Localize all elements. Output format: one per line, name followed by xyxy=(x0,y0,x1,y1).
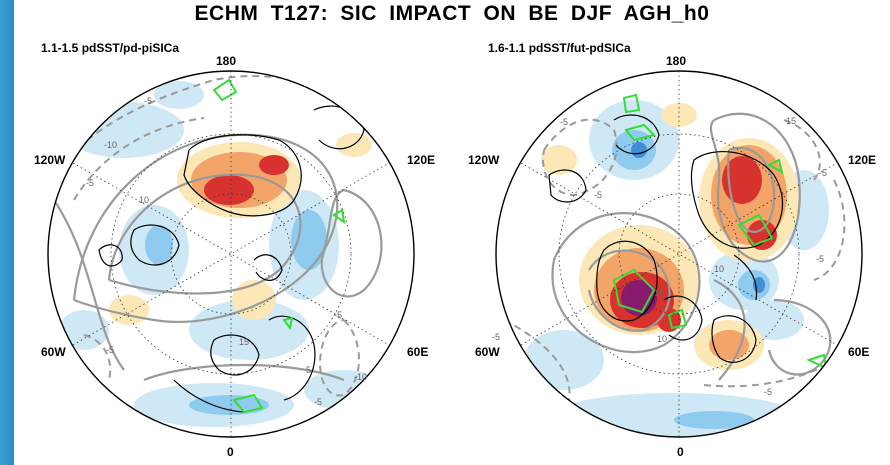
panel-2-label-120e: 120E xyxy=(848,153,877,167)
panel-1-positive-shading xyxy=(109,133,372,325)
panel-1-map xyxy=(48,71,414,437)
panel-1-graticule xyxy=(72,71,390,437)
panel-1-contour-label: -5 xyxy=(334,310,342,320)
panel-1-contour-label: -5 xyxy=(144,96,152,106)
panel-1-label-120w: 120W xyxy=(34,153,66,167)
panel-1-contour-label: 5 xyxy=(306,365,311,375)
panel-2-contour-label: 15 xyxy=(786,116,796,126)
panel-1-label-180: 180 xyxy=(216,54,237,68)
figure-title: ECHM T127: SIC IMPACT ON BE DJF AGH_h0 xyxy=(194,2,710,25)
panel-1-label-60e: 60E xyxy=(407,345,429,359)
panel-2-contour-label: -5 xyxy=(594,190,602,200)
panel-2-contour-label: 15 xyxy=(654,288,664,298)
panel-2-map xyxy=(496,71,862,437)
panel-2-label-60w: 60W xyxy=(475,345,500,359)
panel-1-contour-label: 10 xyxy=(139,195,149,205)
panel-2-contour-label: -5 xyxy=(764,387,772,397)
panel-2-label-60e: 60E xyxy=(848,345,870,359)
panel-1-contour-label: -5 xyxy=(86,178,94,188)
panel-1-contour-label: 15 xyxy=(239,337,249,347)
panel-2-label-0: 0 xyxy=(677,445,684,459)
panel-1-label-60w: 60W xyxy=(41,345,66,359)
panel-1-subtitle: 1.1-1.5 pdSST/pd-piSICa xyxy=(41,41,180,55)
panel-1-contour-label: -10 xyxy=(104,140,117,150)
panel-2-border xyxy=(495,70,863,438)
panel-2-label-180: 180 xyxy=(666,54,687,68)
panel-2-graticule xyxy=(520,71,838,437)
panel-2-contour-labels: -5 -5 15 -5 10 10 15 -5 -5 -5 xyxy=(492,116,827,397)
panel-2-contour-label: -5 xyxy=(819,168,827,178)
figure-frame: ECHM T127: SIC IMPACT ON BE DJF AGH_h0 1… xyxy=(14,0,890,465)
panel-2-contour-label: -5 xyxy=(816,254,824,264)
polar-maps: -5 -10 -5 10 15 -5 5 -5 -10 -5 xyxy=(47,70,863,438)
panel-2-label-120w: 120W xyxy=(468,153,500,167)
panel-1-contour-label: -5 xyxy=(314,397,322,407)
panel-1-coastlines xyxy=(98,105,365,413)
panel-2-contour-label: -5 xyxy=(492,332,500,342)
panel-2-contour-label: 10 xyxy=(714,264,724,274)
panel-1-contour-labels: -5 -10 -5 10 15 -5 5 -5 -10 -5 xyxy=(86,96,367,407)
panel-2-contours xyxy=(551,112,832,381)
panel-1-label-0: 0 xyxy=(227,445,234,459)
panel-1-contour-label: -10 xyxy=(354,372,367,382)
panel-1-significance xyxy=(212,78,346,414)
panel-1-border xyxy=(47,70,415,438)
panel-2-contour-label: 10 xyxy=(657,334,667,344)
panel-1-contour-label: -5 xyxy=(106,345,114,355)
panel-2-subtitle: 1.6-1.1 pdSST/fut-pdSICa xyxy=(488,41,631,55)
panel-2-significance xyxy=(612,93,828,370)
panel-2-contour-label: -5 xyxy=(560,117,568,127)
panel-1-label-120e: 120E xyxy=(407,153,436,167)
panel-1-contours xyxy=(53,133,383,382)
